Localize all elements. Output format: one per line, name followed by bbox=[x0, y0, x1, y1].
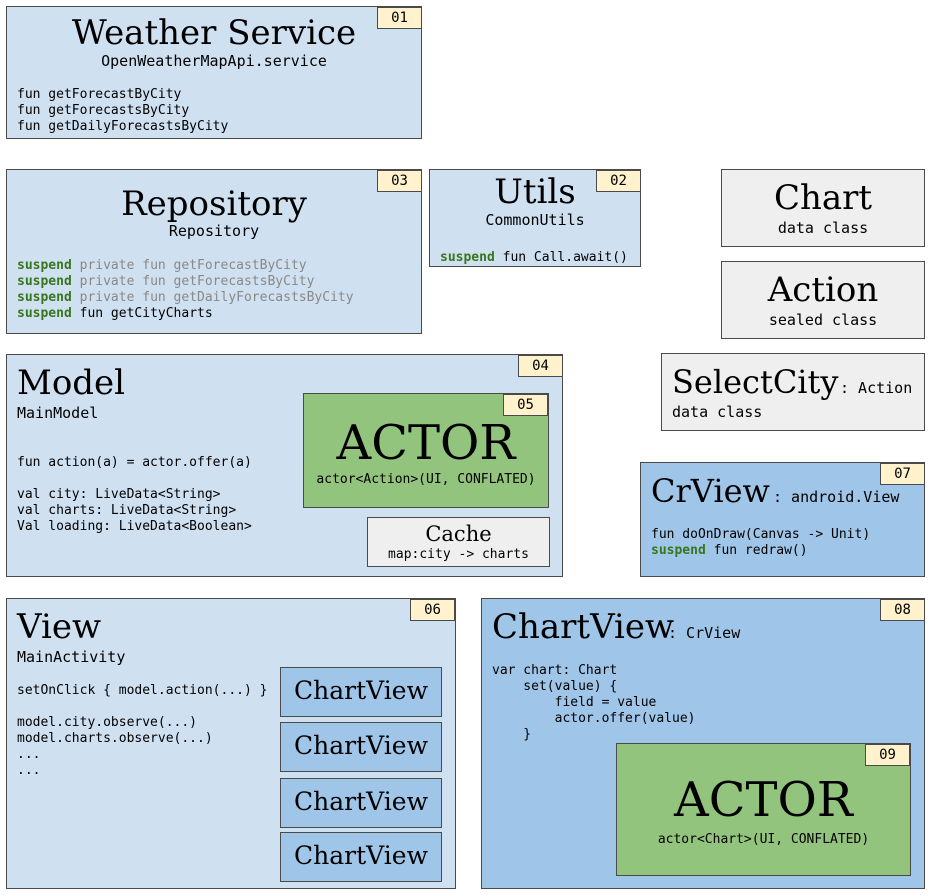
weather-fn-2: fun getForecastsByCity bbox=[17, 103, 190, 118]
model-subtitle: MainModel bbox=[17, 404, 99, 422]
badge-05: 05 bbox=[503, 394, 548, 416]
cache-title: Cache bbox=[425, 522, 492, 546]
view-ellipsis-2: ... bbox=[17, 763, 41, 778]
chartview-code-3: field = value bbox=[492, 695, 657, 710]
chartview-code-2: set(value) { bbox=[492, 679, 618, 694]
badge-06: 06 bbox=[410, 599, 455, 621]
repo-fn-2: suspend private fun getForecastsByCity bbox=[17, 274, 315, 289]
chartview-code-5: } bbox=[492, 727, 532, 742]
badge-07: 07 bbox=[880, 463, 925, 485]
action-class-box: Action sealed class bbox=[721, 261, 925, 339]
action-class-subtitle: sealed class bbox=[768, 311, 878, 329]
selectcity-class-box: SelectCity : Action data class bbox=[661, 353, 925, 431]
repository-subtitle: Repository bbox=[168, 222, 260, 240]
model-fn-action: fun action(a) = actor.offer(a) bbox=[17, 455, 252, 470]
repository-box: 03 Repository Repository suspend private… bbox=[6, 169, 422, 334]
action-class-title: Action bbox=[767, 270, 879, 310]
chartview-code-1: var chart: Chart bbox=[492, 663, 618, 678]
cache-box: Cache map:city -> charts bbox=[367, 517, 550, 567]
cache-subtitle: map:city -> charts bbox=[388, 547, 529, 562]
utils-title: Utils bbox=[494, 172, 576, 212]
chart-class-subtitle: data class bbox=[777, 219, 869, 237]
crview-fn-ondraw: fun doOnDraw(Canvas -> Unit) bbox=[651, 527, 871, 542]
view-ellipsis-1: ... bbox=[17, 747, 41, 762]
chartview-box: 08 ChartView : CrView var chart: Chart s… bbox=[481, 598, 925, 889]
badge-01: 01 bbox=[377, 7, 422, 29]
chartview-item-3: ChartView bbox=[280, 778, 442, 828]
badge-09: 09 bbox=[865, 744, 910, 766]
model-val-charts: val charts: LiveData<String> bbox=[17, 503, 237, 518]
selectcity-subtitle: data class bbox=[672, 403, 763, 421]
model-actor-subtitle: actor<Action>(UI, CONFLATED) bbox=[316, 472, 536, 487]
chart-class-title: Chart bbox=[773, 178, 873, 218]
crview-title: CrView bbox=[651, 472, 770, 510]
repo-fn-4: suspend fun getCityCharts bbox=[17, 306, 213, 321]
view-observe-charts: model.charts.observe(...) bbox=[17, 731, 213, 746]
model-box: 04 Model MainModel fun action(a) = actor… bbox=[6, 354, 563, 577]
weather-service-title: Weather Service bbox=[71, 13, 357, 53]
model-val-loading: Val loading: LiveData<Boolean> bbox=[17, 519, 252, 534]
chartview-extends: : CrView bbox=[668, 624, 741, 642]
badge-04: 04 bbox=[518, 355, 563, 377]
weather-service-subtitle: OpenWeatherMapApi.service bbox=[101, 52, 327, 70]
view-box: 06 View MainActivity setOnClick { model.… bbox=[6, 598, 456, 889]
weather-service-box: 01 Weather Service OpenWeatherMapApi.ser… bbox=[6, 6, 422, 139]
badge-08: 08 bbox=[880, 599, 925, 621]
chartview-actor-subtitle: actor<Chart>(UI, CONFLATED) bbox=[657, 832, 870, 847]
utils-box: 02 Utils CommonUtils suspend fun Call.aw… bbox=[429, 169, 641, 267]
weather-fn-1: fun getForecastByCity bbox=[17, 87, 182, 102]
chartview-item-2: ChartView bbox=[280, 722, 442, 772]
chartview-title: ChartView bbox=[492, 607, 675, 647]
chartview-code-4: actor.offer(value) bbox=[492, 711, 696, 726]
repo-fn-3: suspend private fun getDailyForecastsByC… bbox=[17, 290, 354, 305]
badge-03: 03 bbox=[377, 170, 422, 192]
model-val-city: val city: LiveData<String> bbox=[17, 487, 221, 502]
selectcity-extends: : Action bbox=[840, 379, 913, 397]
selectcity-title: SelectCity bbox=[672, 363, 839, 401]
chartview-item-4: ChartView bbox=[280, 832, 442, 882]
view-subtitle: MainActivity bbox=[17, 648, 126, 666]
model-title: Model bbox=[17, 363, 126, 403]
model-actor-title: ACTOR bbox=[336, 415, 516, 471]
repo-fn-1: suspend private fun getForecastByCity bbox=[17, 258, 307, 273]
utils-subtitle: CommonUtils bbox=[485, 211, 585, 229]
model-actor-box: 05 ACTOR actor<Action>(UI, CONFLATED) bbox=[303, 393, 549, 508]
crview-fn-redraw: suspend fun redraw() bbox=[651, 543, 808, 558]
badge-02: 02 bbox=[596, 170, 641, 192]
chartview-actor-title: ACTOR bbox=[674, 772, 853, 828]
crview-box: 07 CrView : android.View fun doOnDraw(Ca… bbox=[640, 462, 925, 577]
view-setonclick: setOnClick { model.action(...) } bbox=[17, 683, 268, 698]
chart-class-box: Chart data class bbox=[721, 169, 925, 247]
chartview-item-1: ChartView bbox=[280, 667, 442, 717]
utils-fn-await: suspend fun Call.await() bbox=[440, 250, 628, 265]
repository-title: Repository bbox=[121, 184, 307, 224]
view-observe-city: model.city.observe(...) bbox=[17, 715, 198, 730]
crview-extends: : android.View bbox=[773, 488, 900, 506]
weather-fn-3: fun getDailyForecastsByCity bbox=[17, 119, 229, 134]
chartview-actor-box: 09 ACTOR actor<Chart>(UI, CONFLATED) bbox=[616, 743, 911, 876]
view-title: View bbox=[17, 607, 102, 647]
